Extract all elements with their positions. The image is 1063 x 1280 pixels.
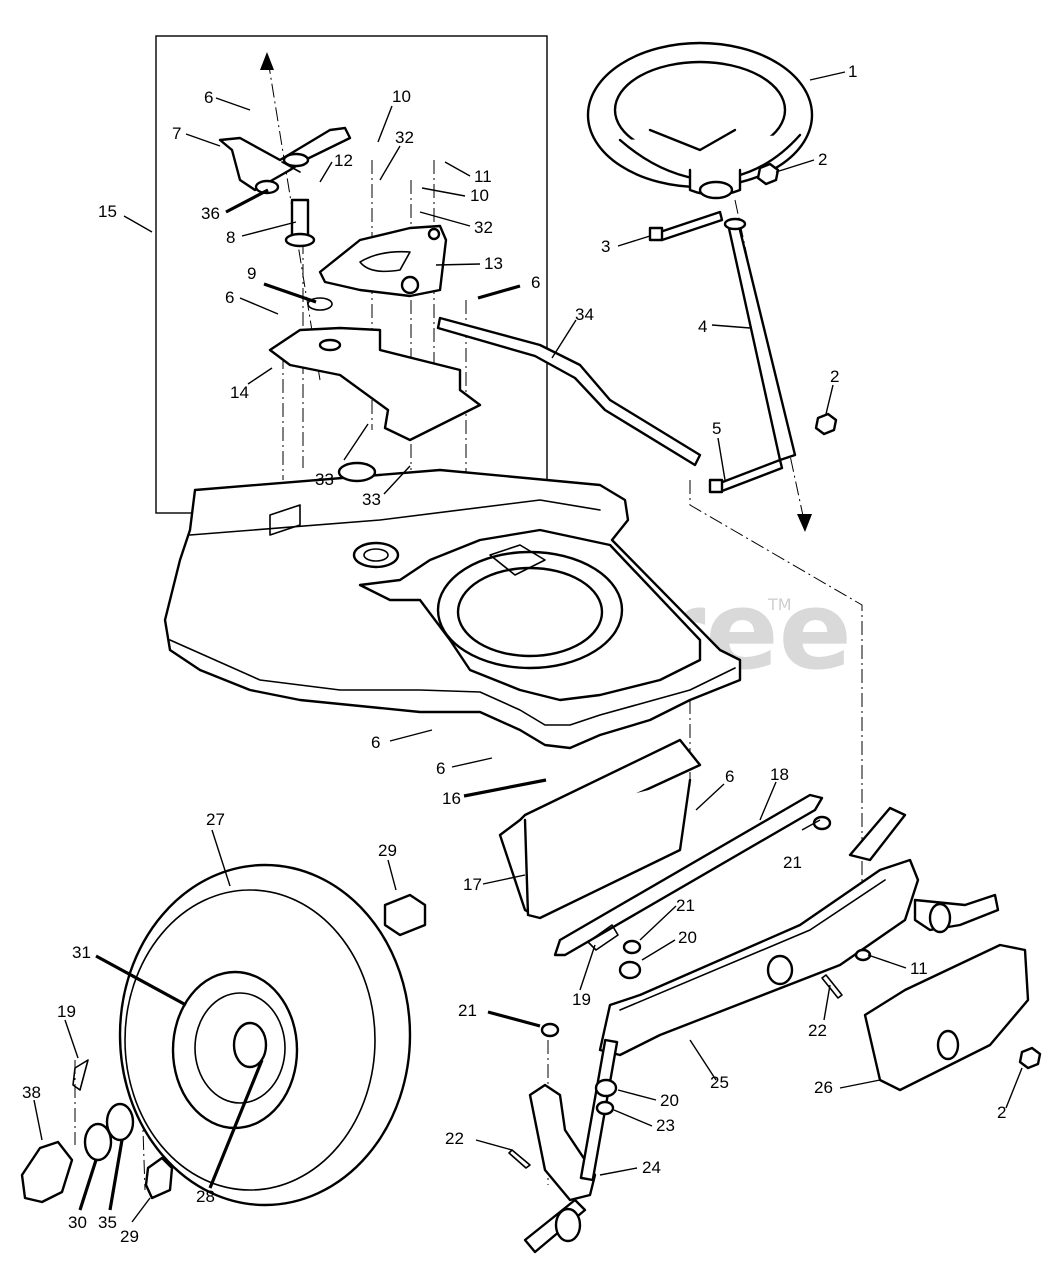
front-bumper-hole <box>936 1029 960 1061</box>
tie-rod <box>553 793 824 957</box>
drag-link <box>436 316 702 467</box>
front-axle-hole <box>766 954 794 986</box>
callout-6: 6 <box>436 759 445 778</box>
callout-11: 11 <box>474 167 492 186</box>
callout-20: 20 <box>678 928 697 947</box>
callout-6: 6 <box>204 88 213 107</box>
callout-31: 31 <box>72 943 91 962</box>
callout-4: 4 <box>698 317 707 336</box>
callout-28: 28 <box>196 1187 215 1206</box>
callout-26: 26 <box>814 1078 833 1097</box>
callout-6: 6 <box>725 767 734 786</box>
chassis-frame <box>163 468 742 750</box>
callout-8: 8 <box>226 228 235 247</box>
front-bumper <box>863 943 1030 1092</box>
callout-25: 25 <box>710 1073 729 1092</box>
front-axle-edge <box>619 879 886 1011</box>
nut-group <box>756 162 1042 1070</box>
inset-parts <box>218 126 482 483</box>
callout-2: 2 <box>830 367 839 386</box>
callout-32: 32 <box>474 218 493 237</box>
callout-labels: 1 2 3 4 2 5 6 7 10 32 12 11 10 36 8 32 1… <box>22 62 1006 1246</box>
callout-29: 29 <box>378 841 397 860</box>
callout-6: 6 <box>371 733 380 752</box>
bolt-3 <box>658 210 724 242</box>
right-spindle <box>913 893 1000 932</box>
steering-wheel <box>586 41 814 200</box>
steering-shaft-top <box>723 217 747 231</box>
callout-35: 35 <box>98 1213 117 1232</box>
callout-21: 21 <box>783 853 802 872</box>
front-wheel <box>118 863 412 1207</box>
callout-22: 22 <box>808 1021 827 1040</box>
callout-30: 30 <box>68 1213 87 1232</box>
steering-shaft <box>726 220 797 462</box>
callout-33: 33 <box>315 470 334 489</box>
callout-11: 11 <box>910 959 928 978</box>
callout-33: 33 <box>362 490 381 509</box>
direction-arrows <box>260 52 812 532</box>
wheel-bearing-upper <box>383 893 427 937</box>
callout-15: 15 <box>98 202 117 221</box>
callout-17: 17 <box>463 875 482 894</box>
bolt-5 <box>718 458 784 493</box>
callout-6: 6 <box>225 288 234 307</box>
callout-12: 12 <box>334 151 353 170</box>
callout-6: 6 <box>531 273 540 292</box>
callout-20: 20 <box>660 1091 679 1110</box>
callout-7: 7 <box>172 124 181 143</box>
callout-3: 3 <box>601 237 610 256</box>
left-spindle <box>528 1083 597 1202</box>
callout-22: 22 <box>445 1129 464 1148</box>
callout-21: 21 <box>676 896 695 915</box>
hub-cap <box>20 1140 74 1204</box>
callout-27: 27 <box>206 810 225 829</box>
washer-35 <box>105 1102 135 1142</box>
small-hardware <box>72 815 872 1169</box>
axle-steering-arm <box>848 806 907 862</box>
washer-30 <box>83 1122 113 1162</box>
watermark-trademark: TM <box>767 595 792 614</box>
right-spindle-washer <box>928 902 952 934</box>
callout-14: 14 <box>230 383 249 402</box>
bolt-3-head <box>648 226 664 242</box>
callout-10: 10 <box>392 87 411 106</box>
mounting-plate-side <box>523 778 692 920</box>
callout-24: 24 <box>642 1158 661 1177</box>
callout-9: 9 <box>247 264 256 283</box>
front-axle <box>598 858 920 1057</box>
left-spindle-washer <box>554 1207 582 1243</box>
callout-32: 32 <box>395 128 414 147</box>
callout-2: 2 <box>818 150 827 169</box>
callout-21: 21 <box>458 1001 477 1020</box>
callout-13: 13 <box>484 254 503 273</box>
callout-10: 10 <box>470 186 489 205</box>
callout-19: 19 <box>57 1002 76 1021</box>
bolt-5-head <box>708 478 724 494</box>
callout-1: 1 <box>848 62 857 81</box>
callout-38: 38 <box>22 1083 41 1102</box>
callout-16: 16 <box>442 789 461 808</box>
leader-lines <box>33 71 1023 1223</box>
callout-29: 29 <box>120 1227 139 1246</box>
callout-2: 2 <box>997 1103 1006 1122</box>
callout-34: 34 <box>575 305 594 324</box>
callout-23: 23 <box>656 1116 675 1135</box>
wheel-bearing-lower <box>144 1156 174 1200</box>
callout-19: 19 <box>572 990 591 1009</box>
callout-5: 5 <box>712 419 721 438</box>
callout-18: 18 <box>770 765 789 784</box>
callout-36: 36 <box>201 204 220 223</box>
